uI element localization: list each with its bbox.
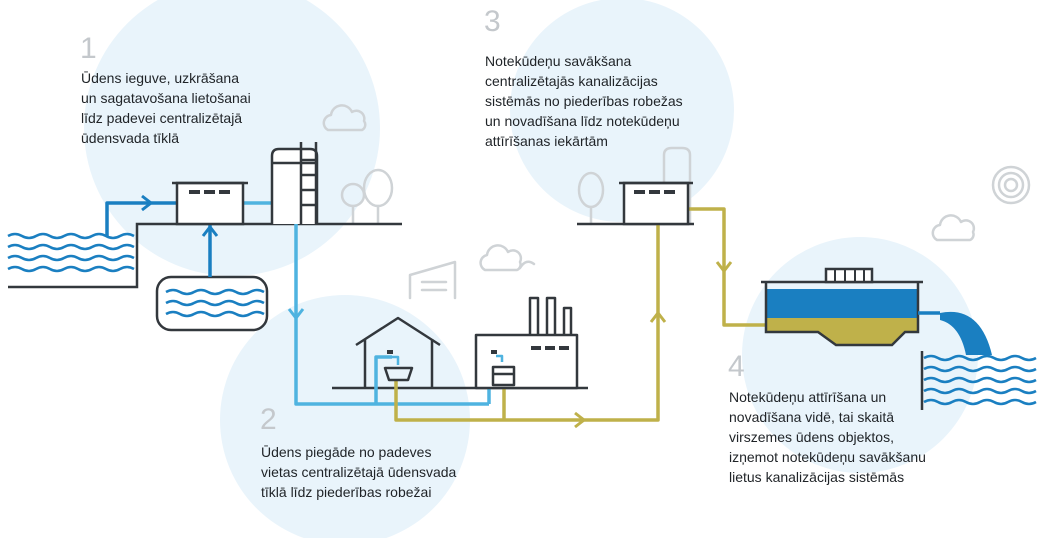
flow-arrow-icon	[201, 224, 219, 237]
flow-arrow-icon	[141, 194, 154, 212]
tree-icon	[577, 171, 605, 226]
water-storage-tower	[270, 142, 319, 224]
river-right	[920, 351, 1037, 410]
flow-arrow-icon	[715, 261, 733, 274]
flow-arrow-icon	[574, 411, 587, 429]
treated-water-outflow	[918, 311, 992, 355]
underground-reservoir	[155, 275, 269, 332]
faucet-icon	[496, 354, 504, 362]
raw-water-pipes	[105, 201, 212, 277]
tree-icon	[362, 168, 394, 225]
building-icon	[408, 260, 457, 300]
pumping-station	[619, 181, 693, 226]
water-treatment-building	[172, 181, 248, 226]
step-2-background-circle	[220, 295, 470, 538]
factory	[474, 296, 579, 390]
step-1-number: 1	[80, 32, 97, 65]
step-3-description: Notekūdeņu savākšana centralizētajās kan…	[485, 53, 683, 149]
cloud-icon	[322, 104, 367, 132]
step-4-number: 4	[728, 350, 745, 383]
background-scenery	[322, 104, 1031, 300]
step-3-background-circle	[510, 0, 734, 222]
wastewater-treatment-plant	[761, 267, 923, 347]
step-3-number: 3	[484, 5, 501, 38]
river-left	[7, 232, 135, 273]
flow-arrow-icon	[287, 308, 305, 321]
tub-icon	[491, 365, 516, 387]
sink-icon	[383, 366, 414, 382]
step-4-description: Notekūdeņu attīrīšana un novadīšana vidē…	[729, 389, 926, 485]
ripple-icon	[991, 165, 1031, 205]
house	[355, 316, 441, 388]
tank-icon	[662, 146, 692, 226]
flow-arrow-icon	[649, 310, 667, 323]
wastewater-pipes	[394, 207, 766, 422]
faucet-icon	[390, 355, 400, 365]
step-2-description: Ūdens piegāde no padeves vietas centrali…	[261, 444, 457, 500]
cloud-icon	[479, 244, 523, 272]
cloud-icon	[518, 260, 536, 270]
cloud-icon	[931, 214, 976, 242]
step-1-description: Ūdens ieguve, uzkrāšana un sagatavošana …	[81, 70, 251, 146]
step-2-number: 2	[260, 403, 277, 436]
